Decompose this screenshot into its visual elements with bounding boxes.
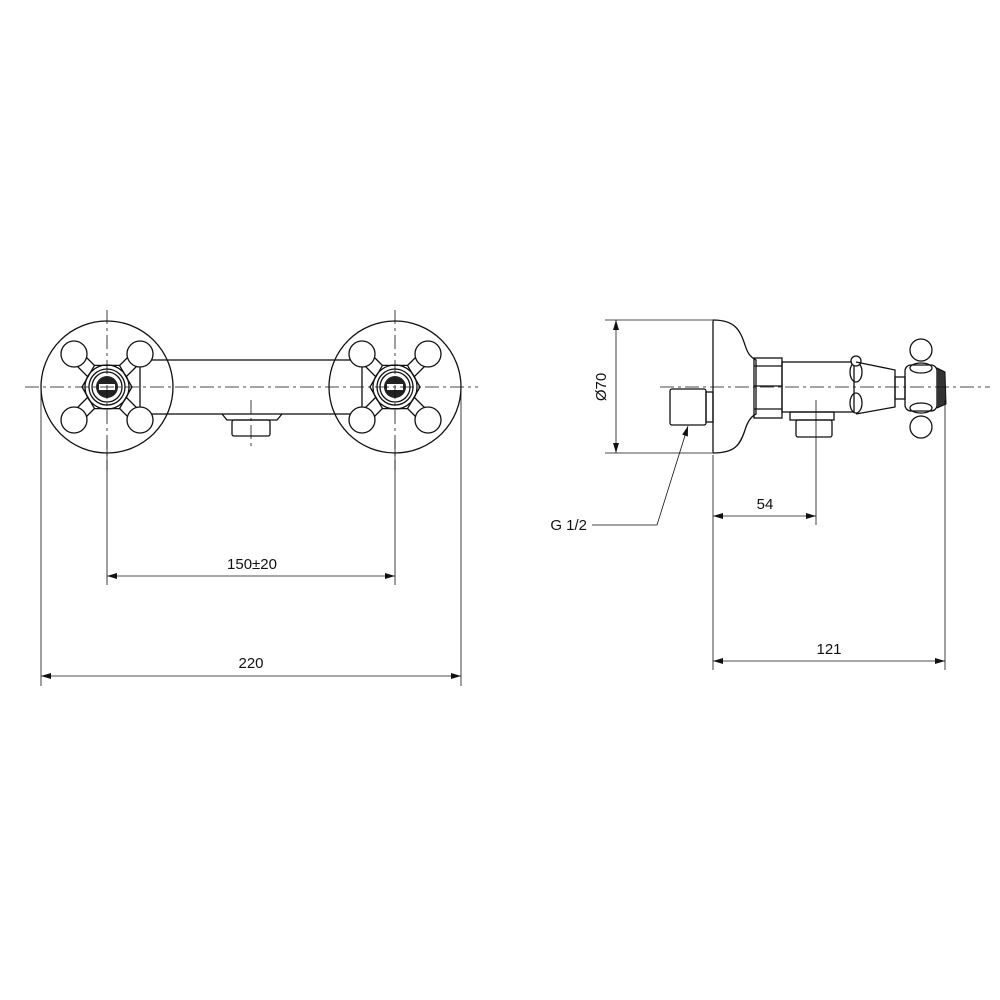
- dim-outlet-label: 54: [757, 496, 774, 513]
- front-view: 150±20 220: [25, 310, 478, 686]
- dim-diameter-label: Ø70: [593, 373, 610, 401]
- cross-handle: [904, 364, 938, 412]
- outlet-connector-side: [795, 419, 833, 438]
- inlet-connector: [669, 388, 707, 426]
- wall-rosette: [712, 319, 757, 454]
- dim-centers-label: 150±20: [227, 556, 277, 573]
- side-view: Ø70 G 1/2 54 121: [550, 319, 990, 670]
- thread-label: G 1/2: [550, 517, 587, 534]
- dim-depth-label: 121: [816, 641, 841, 658]
- thread-leader: [592, 425, 689, 526]
- dim-width-label: 220: [238, 655, 263, 672]
